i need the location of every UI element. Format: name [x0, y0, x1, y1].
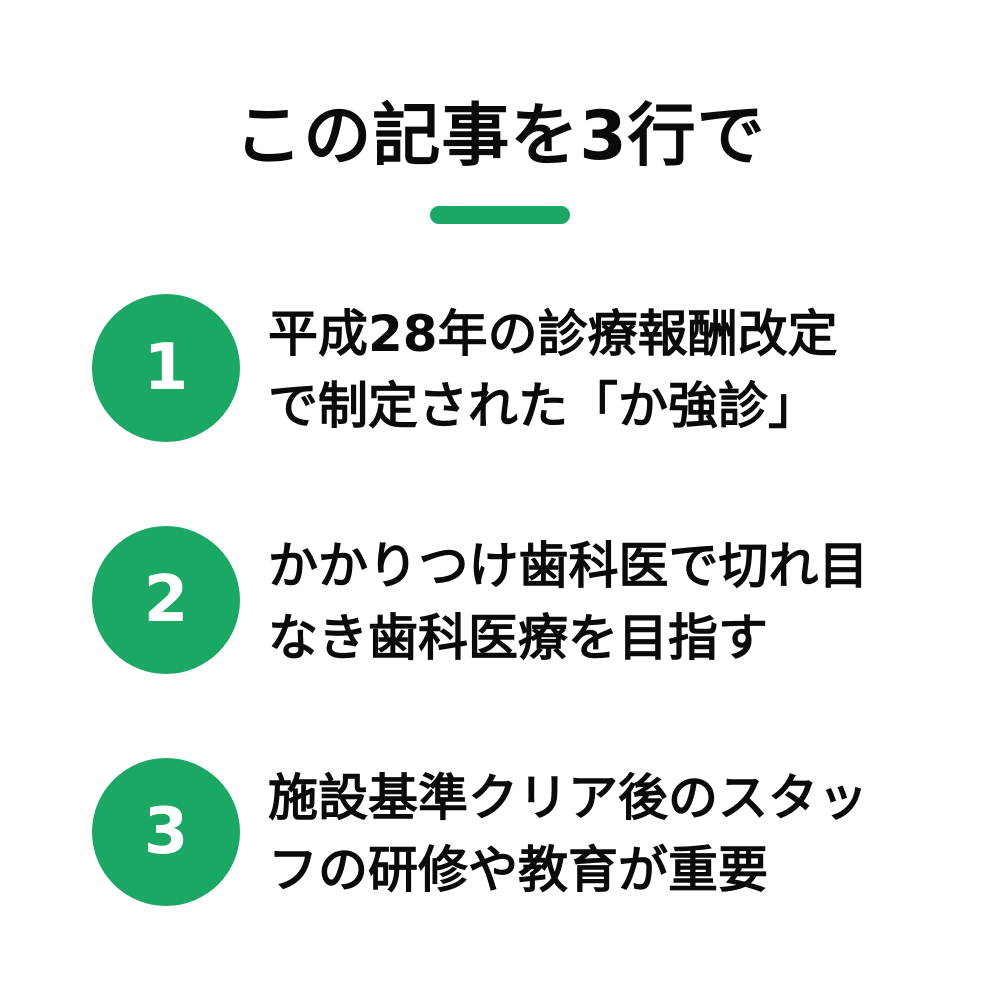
summary-item-2: 2 かかりつけ歯科医で切れ目 なき歯科医療を目指す — [92, 526, 952, 676]
number-badge-2: 2 — [92, 526, 240, 674]
title-underline — [430, 206, 570, 224]
summary-text-1: 平成28年の診療報酬改定 で制定された「か強診」 — [268, 298, 948, 442]
summary-text-line: フの研修や教育が重要 — [268, 841, 768, 899]
number-badge-1: 1 — [92, 294, 240, 442]
summary-text-line: 施設基準クリア後のスタッ — [268, 769, 868, 827]
page-title: この記事を3行で — [234, 97, 766, 176]
summary-text-line: 平成28年の診療報酬改定 — [268, 305, 838, 363]
summary-item-1: 1 平成28年の診療報酬改定 で制定された「か強診」 — [92, 294, 952, 444]
number-badge-3: 3 — [92, 758, 240, 906]
summary-text-line: なき歯科医療を目指す — [268, 609, 768, 667]
summary-text-line: かかりつけ歯科医で切れ目 — [268, 537, 869, 595]
summary-text-3: 施設基準クリア後のスタッ フの研修や教育が重要 — [268, 762, 948, 906]
summary-text-2: かかりつけ歯科医で切れ目 なき歯科医療を目指す — [268, 530, 948, 674]
summary-item-3: 3 施設基準クリア後のスタッ フの研修や教育が重要 — [92, 758, 952, 908]
summary-text-line: で制定された「か強診」 — [268, 377, 818, 435]
